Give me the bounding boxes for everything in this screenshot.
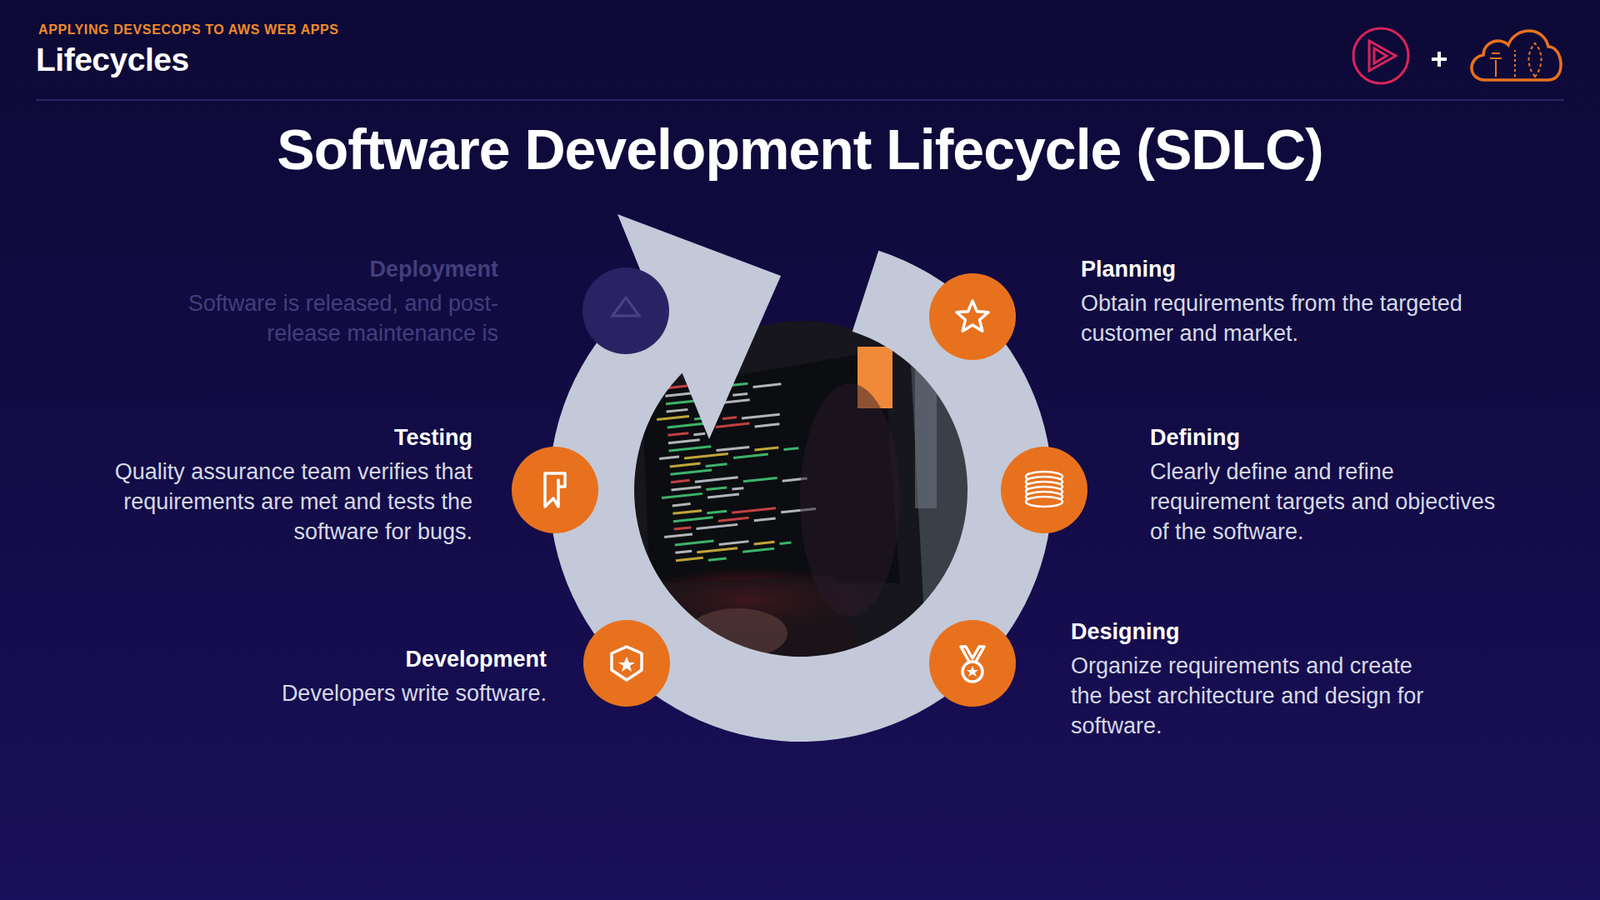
phase-icon: [511, 446, 599, 534]
phase-heading: Deployment: [181, 255, 499, 284]
plus-sign: [1431, 51, 1447, 67]
cycle-ring: [549, 250, 1053, 742]
phase-icon: [929, 620, 1016, 707]
diagram-title: Software Development Lifecycle (SDLC): [0, 116, 1600, 182]
header-rule: [35, 99, 1565, 101]
phase-planning: PlanningObtain requirements from the tar…: [1080, 255, 1473, 349]
phase-testing: TestingQuality assurance team verifies t…: [105, 423, 473, 547]
icon-circle: [582, 267, 670, 355]
phase-deployment: DeploymentSoftware is released, and post…: [181, 255, 499, 349]
icon-circle: [929, 620, 1016, 707]
phase-heading: Defining: [1150, 423, 1509, 452]
page-heading: Lifecycles: [35, 41, 190, 79]
phase-icon: [583, 620, 670, 707]
phase-heading: Testing: [105, 423, 473, 452]
phase-designing: DesigningOrganize requirements and creat…: [1070, 617, 1438, 741]
phase-description: Organize requirements and create the bes…: [1070, 650, 1438, 741]
phase-description: Obtain requirements from the targeted cu…: [1080, 288, 1473, 349]
phase-description: Quality assurance team verifies that req…: [105, 456, 473, 547]
phase-defining: DefiningClearly define and refine requir…: [1150, 423, 1509, 547]
phase-icon: [582, 267, 670, 355]
brand-logo: [1353, 28, 1409, 84]
phase-development: DevelopmentDevelopers write software.: [196, 645, 547, 709]
phase-heading: Planning: [1080, 255, 1473, 284]
phase-description: Clearly define and refine requirement ta…: [1150, 456, 1509, 547]
phase-description: Developers write software.: [196, 678, 547, 709]
icon-circle: [583, 620, 670, 707]
phase-icon: [929, 273, 1016, 360]
phase-heading: Designing: [1070, 617, 1438, 646]
cloud-logo: [1471, 30, 1561, 80]
icon-circle: [511, 446, 599, 534]
section-label: APPLYING DEVSECOPS TO AWS WEB APPS: [38, 22, 340, 38]
icon-circle: [929, 273, 1016, 360]
icon-circle: [1000, 446, 1088, 534]
phase-heading: Development: [196, 645, 547, 674]
phase-description: Software is released, and post-release m…: [181, 288, 499, 349]
phase-icon: [1000, 446, 1088, 534]
